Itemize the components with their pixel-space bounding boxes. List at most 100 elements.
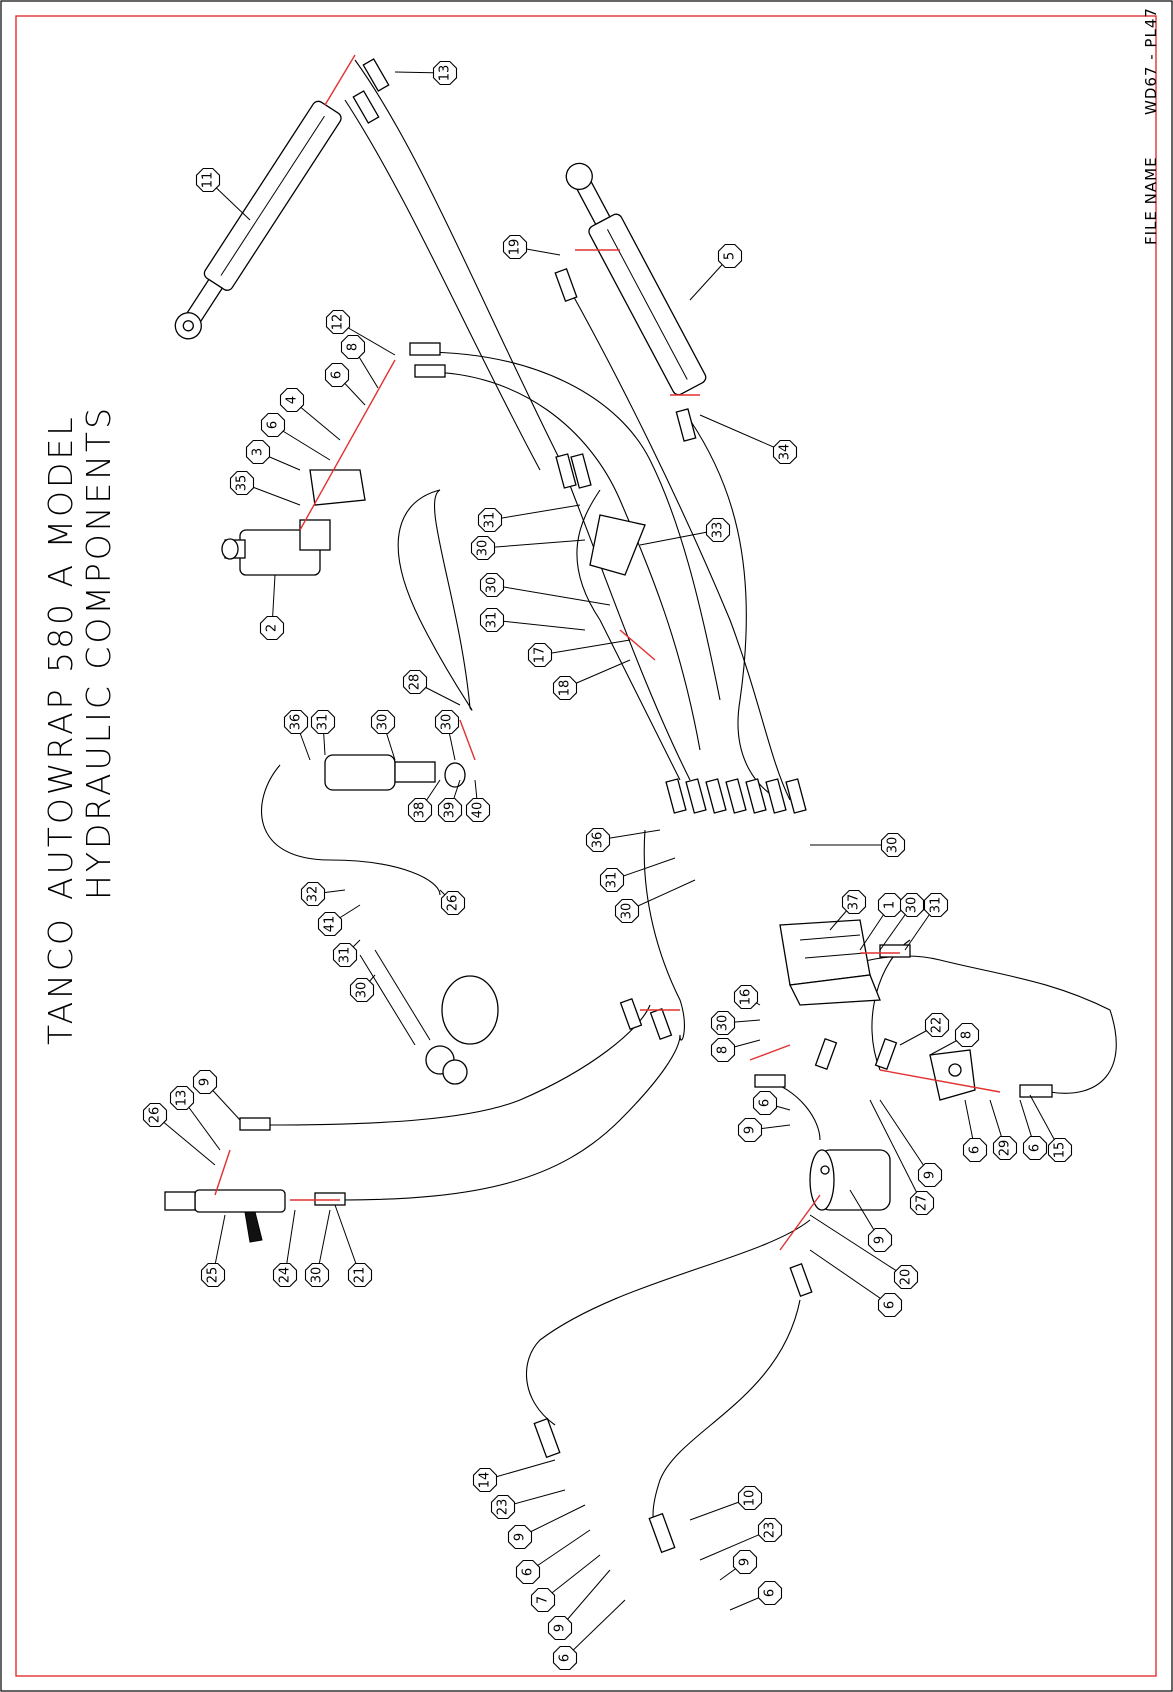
callout-leader	[564, 1599, 626, 1659]
callout-bubble	[472, 1467, 498, 1493]
callout-30: 30	[479, 572, 611, 606]
callout-4: 4	[279, 387, 341, 441]
callout-bubble	[757, 1580, 783, 1606]
callout-number: 6	[1028, 1144, 1043, 1152]
cylinder-5	[565, 162, 707, 396]
callout-bubble	[893, 1264, 919, 1290]
callout-6: 6	[809, 1249, 903, 1318]
callout-9: 9	[737, 1117, 791, 1143]
callout-30: 30	[370, 709, 396, 761]
callout-bubble	[733, 984, 759, 1010]
callout-bubble	[283, 709, 309, 735]
callout-number: 10	[743, 1490, 758, 1507]
callout-bubble	[737, 1485, 763, 1511]
valve-bank-1	[779, 919, 881, 1006]
callout-36: 36	[283, 709, 311, 761]
callout-bubble	[909, 1190, 935, 1216]
callout-number: 30	[310, 1267, 325, 1284]
callout-bubble	[585, 827, 611, 853]
callout-bubble	[877, 892, 903, 918]
callout-5: 5	[689, 243, 743, 301]
callout-bubble	[340, 334, 366, 360]
callout-bubble	[530, 1587, 556, 1613]
callout-number: 41	[323, 916, 338, 933]
filter-38	[324, 754, 466, 791]
callout-9: 9	[849, 1189, 893, 1253]
callout-33: 33	[639, 517, 731, 546]
callout-number: 8	[960, 1031, 975, 1039]
callouts: 1311195128646335342313033303117182836313…	[142, 60, 1073, 1671]
callout-bubble	[259, 615, 285, 641]
callout-bubble	[1022, 1135, 1048, 1161]
callout-13: 13	[394, 60, 458, 86]
callout-6: 6	[324, 362, 366, 406]
callout-number: 34	[778, 444, 793, 461]
callout-number: 12	[331, 314, 346, 331]
callout-number: 30	[355, 982, 370, 999]
callout-number: 30	[476, 540, 491, 557]
callout-number: 22	[930, 1017, 945, 1034]
callout-number: 5	[723, 252, 738, 260]
callout-number: 29	[998, 1140, 1013, 1157]
callout-bubble	[772, 439, 798, 465]
callout-13: 13	[169, 1085, 221, 1151]
callout-number: 32	[306, 886, 321, 903]
callout-6: 6	[1019, 1099, 1048, 1161]
callout-bubble	[465, 797, 491, 823]
callout-21: 21	[334, 1204, 373, 1288]
callout-number: 18	[558, 680, 573, 697]
callout-bubble	[370, 709, 396, 735]
callout-11: 11	[195, 167, 251, 221]
callout-bubble	[992, 1135, 1018, 1161]
callout-bubble	[310, 709, 336, 735]
callout-bubble	[347, 1262, 373, 1288]
block-29	[929, 1049, 976, 1101]
callout-leader	[154, 1114, 216, 1166]
callout-17: 17	[527, 639, 631, 668]
file-label: FILE NAME	[1142, 156, 1160, 245]
callout-bubble	[279, 387, 305, 413]
callout-number: 24	[278, 1267, 293, 1284]
callout-bubble	[705, 517, 731, 543]
brand-text: TANCO	[41, 916, 80, 1045]
callout-number: 15	[1053, 1142, 1068, 1159]
callout-bubble	[317, 911, 343, 937]
callout-number: 31	[338, 947, 353, 964]
title-line1: AUTOWRAP 580 A MODEL	[41, 414, 80, 900]
motor-20	[809, 1149, 891, 1211]
callout-number: 36	[591, 832, 606, 849]
callout-number: 33	[711, 522, 726, 539]
callout-number: 28	[408, 674, 423, 691]
callout-bubble	[880, 832, 906, 858]
callout-bubble	[757, 1517, 783, 1543]
callout-number: 30	[716, 1015, 731, 1032]
callout-bubble	[479, 607, 505, 633]
callout-41: 41	[317, 904, 361, 937]
callout-number: 23	[496, 1499, 511, 1516]
callout-26: 26	[142, 1102, 216, 1166]
callout-30: 30	[710, 1010, 761, 1036]
callout-bubble	[899, 892, 925, 918]
callout-number: 8	[346, 343, 361, 351]
callout-40: 40	[465, 779, 491, 823]
callout-16: 16	[733, 984, 761, 1010]
callout-30: 30	[879, 892, 925, 951]
callout-23: 23	[699, 1517, 783, 1561]
callout-31: 31	[477, 504, 581, 533]
callout-31: 31	[332, 939, 361, 968]
callout-bubble	[737, 1117, 763, 1143]
callout-bubble	[324, 362, 350, 388]
callout-bubble	[434, 709, 460, 735]
callout-bubble	[437, 797, 463, 823]
callout-31: 31	[599, 857, 676, 893]
callout-bubble	[490, 1494, 516, 1520]
callout-bubble	[732, 1549, 758, 1575]
callout-number: 9	[738, 1558, 753, 1566]
callout-bubble	[527, 642, 553, 668]
callout-number: 31	[316, 714, 331, 731]
callout-leader	[539, 639, 631, 656]
callout-bubble	[1047, 1137, 1073, 1163]
hoses	[261, 59, 1117, 1541]
callout-bubble	[867, 1227, 893, 1253]
callout-number: 13	[175, 1090, 190, 1107]
